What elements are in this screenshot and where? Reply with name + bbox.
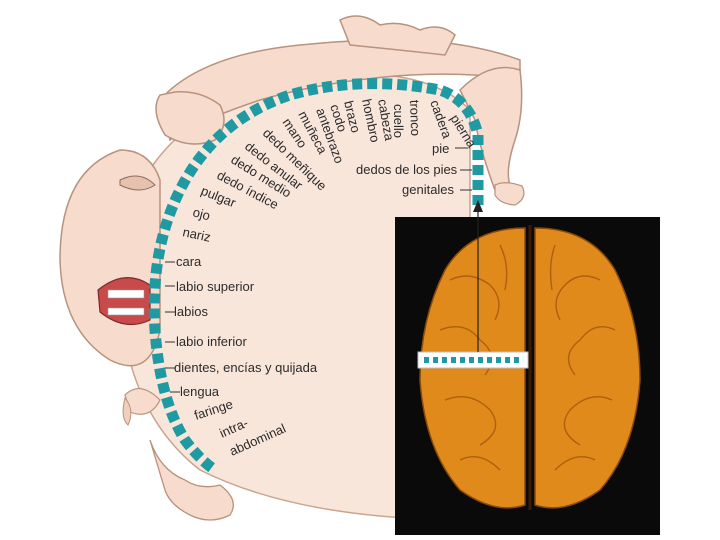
homunculus-leg: [459, 66, 523, 191]
label-labios: labios: [174, 304, 208, 319]
homunculus-fingers: [339, 15, 456, 56]
label-tronco: tronco: [407, 100, 423, 137]
brain-right-hemisphere: [534, 227, 641, 509]
label-pie: pie: [432, 141, 449, 156]
homunculus-hand: [155, 91, 225, 145]
motor-cortex-strip: [148, 78, 484, 475]
label-nariz: nariz: [181, 224, 212, 245]
label-dedos-pies: dedos de los pies: [356, 162, 458, 177]
label-dientes: dientes, encías y quijada: [174, 360, 318, 375]
label-labio-inferior: labio inferior: [176, 334, 247, 349]
homunculus-lower: [149, 439, 234, 521]
label-leaders: [165, 147, 472, 393]
brain-photo-panel: [395, 217, 660, 535]
region-labels: cuello tronco cadera pierna pie dedos de…: [174, 98, 480, 459]
homunculus-eye: [119, 175, 156, 191]
connector-arrow: [473, 200, 483, 352]
label-labio-superior: labio superior: [176, 279, 255, 294]
label-cara: cara: [176, 254, 202, 269]
label-genitales: genitales: [402, 182, 455, 197]
label-lengua: lengua: [180, 384, 220, 399]
label-cuello: cuello: [391, 104, 406, 138]
homunculus-foot: [494, 182, 525, 206]
label-ojo: ojo: [191, 204, 212, 223]
label-cabeza: cabeza: [375, 98, 397, 143]
homunculus-figure: [59, 15, 525, 521]
